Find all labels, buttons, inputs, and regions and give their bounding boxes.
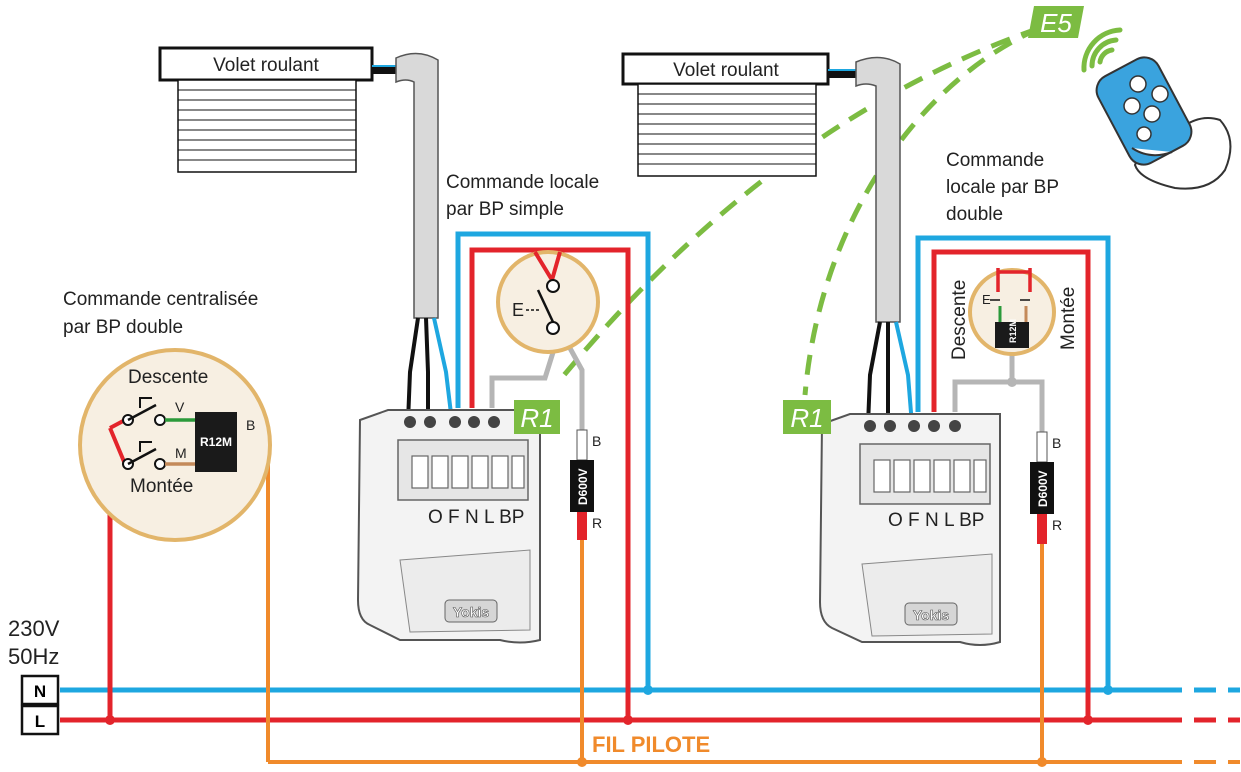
- local-simple-symbol: E: [512, 300, 524, 320]
- receiver-left-brand: Yokis: [453, 604, 490, 620]
- signal-waves-icon: [1081, 27, 1123, 73]
- central-r12m-module: [195, 412, 237, 472]
- local-double-caption-3: double: [946, 204, 1003, 225]
- line-terminal: L: [20, 704, 60, 736]
- right-red-wire: [931, 249, 1091, 720]
- emitter-tag-label: E5: [1040, 8, 1072, 38]
- right-blue-wire: [915, 235, 1111, 690]
- left-blue-wire: [455, 231, 651, 690]
- receiver-right-tag: R1: [783, 400, 831, 434]
- receiver-right-terminals: O F N L BP: [888, 510, 984, 531]
- receiver-right-tag-label: R1: [790, 403, 823, 433]
- receiver-right-brand: Yokis: [913, 607, 950, 623]
- local-simple-button: E: [496, 250, 600, 354]
- shutter-right: Volet roulant: [621, 52, 914, 426]
- central-up-label: Montée: [130, 476, 193, 497]
- shutter-left: Volet roulant: [158, 46, 454, 423]
- central-up-switch: [122, 441, 166, 470]
- neutral-terminal: N: [20, 674, 60, 706]
- central-terminal-m: M: [175, 445, 187, 461]
- supply-frequency: 50Hz: [8, 644, 59, 669]
- diode-right-top: B: [1052, 435, 1061, 451]
- local-double-down: Descente: [949, 280, 970, 360]
- central-terminal-v: V: [175, 399, 185, 415]
- central-down-switch: [122, 397, 166, 426]
- right-grey-wire: [952, 379, 1045, 432]
- line-terminal-label: L: [35, 712, 45, 731]
- receiver-left-terminals: O F N L BP: [428, 507, 524, 528]
- central-caption-1: Commande centralisée: [63, 289, 258, 310]
- diode-left-label: D600V: [576, 468, 590, 505]
- receiver-left-tag-label: R1: [520, 403, 553, 433]
- receiver-right: O F N L BP Yokis: [818, 413, 1001, 646]
- local-double-r12m: R12M: [1008, 319, 1018, 343]
- diode-left-top: B: [592, 433, 601, 449]
- central-control-circle: Descente Montée V M R12M B: [78, 348, 272, 542]
- neutral-terminal-label: N: [34, 682, 46, 701]
- remote-control-icon: [1095, 56, 1232, 190]
- emitter-tag: E5: [1028, 6, 1084, 38]
- local-simple-caption-1: Commande locale: [446, 172, 599, 193]
- shutter-right-label: Volet roulant: [673, 60, 779, 81]
- central-down-label: Descente: [128, 367, 208, 388]
- local-double-caption-2: locale par BP: [946, 177, 1059, 198]
- local-simple-caption-2: par BP simple: [446, 199, 564, 220]
- local-double-caption-1: Commande: [946, 150, 1044, 171]
- left-red-wire: [469, 247, 631, 720]
- diode-right-bottom: R: [1052, 517, 1062, 533]
- local-double-button: E R12M: [968, 268, 1056, 356]
- receiver-left: O F N L BP Yokis: [356, 409, 541, 644]
- shutter-left-label: Volet roulant: [213, 55, 319, 76]
- central-terminal-b: B: [246, 417, 255, 433]
- diode-right-label: D600V: [1036, 470, 1050, 507]
- diode-left: D600V B R: [570, 429, 602, 540]
- supply-voltage: 230V: [8, 616, 60, 641]
- left-grey-wire: [489, 323, 585, 430]
- central-caption-2: par BP double: [63, 317, 183, 338]
- diode-left-bottom: R: [592, 515, 602, 531]
- local-double-symbol: E: [982, 292, 991, 307]
- pilot-wire-label: FIL PILOTE: [592, 732, 710, 757]
- diode-right: D600V B R: [1030, 431, 1062, 544]
- receiver-left-tag: R1: [514, 400, 560, 434]
- local-double-up: Montée: [1058, 287, 1079, 350]
- central-r12m-label: R12M: [200, 435, 232, 449]
